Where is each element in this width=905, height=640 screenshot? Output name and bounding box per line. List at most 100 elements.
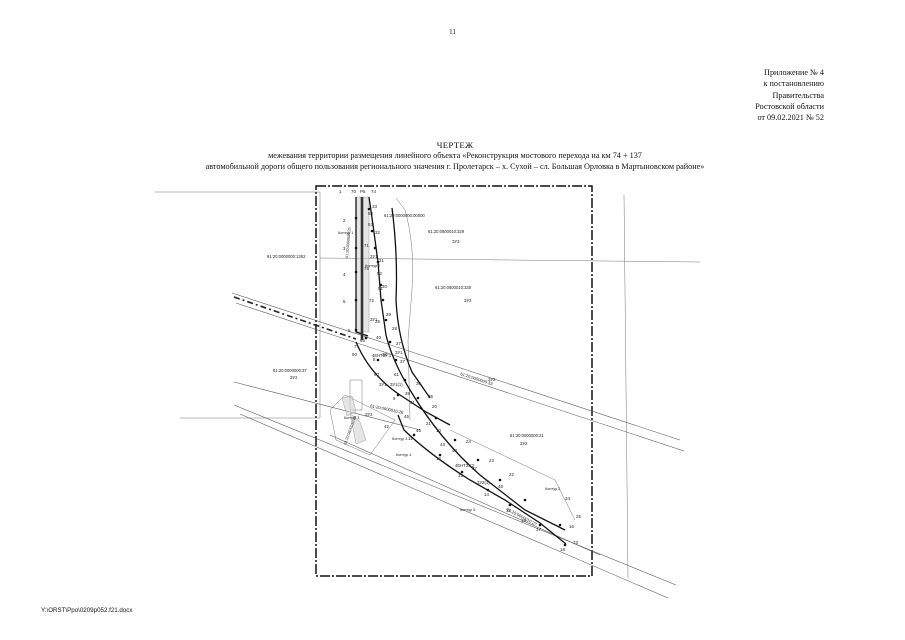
point-label: 11 — [408, 436, 413, 441]
zone-label: ЗУ2 — [290, 375, 298, 380]
road-lines — [231, 292, 685, 599]
point-label: 6 — [348, 328, 351, 333]
point-label: 40 — [376, 335, 381, 340]
point-label: 34 — [565, 496, 570, 501]
contour-label: Контур 3 — [392, 437, 407, 441]
point-label: 51 — [378, 286, 383, 291]
point-label: 66 — [360, 338, 365, 343]
cadastral-number: 61:20:0000000:37 — [273, 368, 307, 373]
contour-label: Контур 5 — [460, 508, 475, 512]
footer-file-path: Y:\ORST\Ppo\0209p052.f21.docx — [41, 607, 133, 614]
point-label: 35 — [428, 394, 433, 399]
contour-label: Контур 4 — [396, 453, 411, 457]
point-label: 13 — [458, 473, 463, 478]
cadastral-boundaries — [155, 191, 701, 579]
cadastral-number: 61:20:0600010:27 — [506, 506, 539, 527]
point-label: 36 — [416, 381, 421, 386]
zone-label: ЗУ2 — [488, 377, 496, 382]
point-label: 37 — [400, 359, 405, 364]
point-label: 24 — [466, 439, 471, 444]
point-label: 30 — [382, 284, 387, 289]
appendix-line-2: к постановлению — [763, 79, 824, 89]
misc-label: ЗУ2(1) — [477, 480, 490, 485]
point-label: 46 — [416, 428, 421, 433]
zone-label: ЗУ3 — [452, 239, 460, 244]
axis-line — [233, 296, 357, 340]
point-label: 29 — [386, 312, 391, 317]
allotment-boundary — [355, 196, 567, 545]
contour-label: Контур 1 — [338, 231, 353, 235]
point-label: 2 — [343, 218, 346, 223]
point-label: 39 — [405, 391, 410, 396]
title-heading: ЧЕРТЕЖ — [436, 140, 474, 150]
point-label: 16 — [569, 524, 574, 529]
point-label: 28 — [392, 326, 397, 331]
point-label: 12 — [436, 456, 441, 461]
point-label: 71 — [364, 243, 369, 248]
point-label: 7 — [354, 344, 357, 349]
point-label: 3 — [343, 246, 346, 251]
point-label: 54 — [368, 211, 373, 216]
point-label: 73 — [573, 540, 578, 545]
point-label: 43 — [440, 442, 445, 447]
misc-label: ЗУ1 — [379, 382, 387, 387]
point-label: 25 — [576, 514, 581, 519]
appendix-line-5: от 09.02.2021 № 52 — [757, 113, 824, 123]
point-label: 52 — [377, 271, 382, 276]
point-label: 31 — [379, 258, 384, 263]
point-label: 23 — [489, 458, 494, 463]
misc-label: 4ЕНТЗУ:1 — [372, 353, 392, 358]
point-label: 20 — [432, 404, 437, 409]
title-line-2: автомобильной дороги общего пользования … — [205, 162, 705, 171]
top-label-2: 70 — [351, 189, 356, 194]
contour-label: Контур 2 — [545, 487, 560, 491]
zone-label: ЗУ2 — [520, 441, 528, 446]
misc-label: ЗУ1 — [370, 254, 378, 259]
point-label: 14 — [484, 492, 489, 497]
appendix-line-3: Правительства — [772, 90, 824, 100]
point-label: 38 — [382, 352, 387, 357]
top-label-4: 74 — [371, 189, 376, 194]
appendix-line-1: Приложение № 4 — [764, 68, 824, 77]
point-label: 15 — [506, 508, 511, 513]
contour-label: Контур 3 — [344, 416, 359, 420]
point-label: 26 — [375, 319, 380, 324]
top-label-1: 1 — [339, 189, 342, 194]
point-label: 76 — [364, 266, 369, 271]
top-label-3: P5 — [360, 189, 366, 194]
point-label: 18 — [560, 547, 565, 552]
point-label: 8 — [373, 357, 376, 362]
point-label: 48 — [498, 484, 503, 489]
point-label: 41 — [410, 400, 415, 405]
point-markers — [354, 207, 567, 547]
point-label: 21 — [426, 421, 431, 426]
point-label: 32 — [375, 230, 380, 235]
cadastral-number: 61:20:0000000:1362 — [267, 254, 306, 259]
point-label: 44 — [452, 448, 457, 453]
point-label: 60 — [374, 372, 379, 377]
point-label: 50 — [352, 352, 357, 357]
cadastral-number: 61:20:0600010:330 — [435, 285, 472, 290]
zone-label: ЗУ1 — [370, 317, 378, 322]
zone-label: ЗУ1 — [395, 350, 403, 355]
zone-label: ЗУ2 — [464, 298, 472, 303]
zone-label: ЗУ2 — [365, 412, 373, 417]
point-label: 10 — [436, 428, 441, 433]
point-label: 42 — [384, 424, 389, 429]
point-label: 45 — [404, 414, 409, 419]
drawing-frame — [315, 185, 593, 577]
point-label: 4 — [343, 272, 346, 277]
contour-label: Контур 2 — [365, 264, 380, 268]
point-label: 9 — [393, 396, 396, 401]
point-label: 72 — [369, 298, 374, 303]
cadastral-number: 61:20:0000000:25 — [345, 227, 352, 258]
cadastral-number: 61:20:0600010:329 — [428, 229, 465, 234]
point-label: 22 — [509, 472, 514, 477]
point-label: 27 — [396, 341, 401, 346]
point-label: 53 — [368, 222, 373, 227]
misc-label: 4ЕНТЗУ:2 — [455, 463, 475, 468]
point-label: 17 — [536, 527, 541, 532]
appendix-block: Приложение № 4 к постановлению Правитель… — [755, 67, 824, 123]
point-label: 5 — [343, 299, 346, 304]
